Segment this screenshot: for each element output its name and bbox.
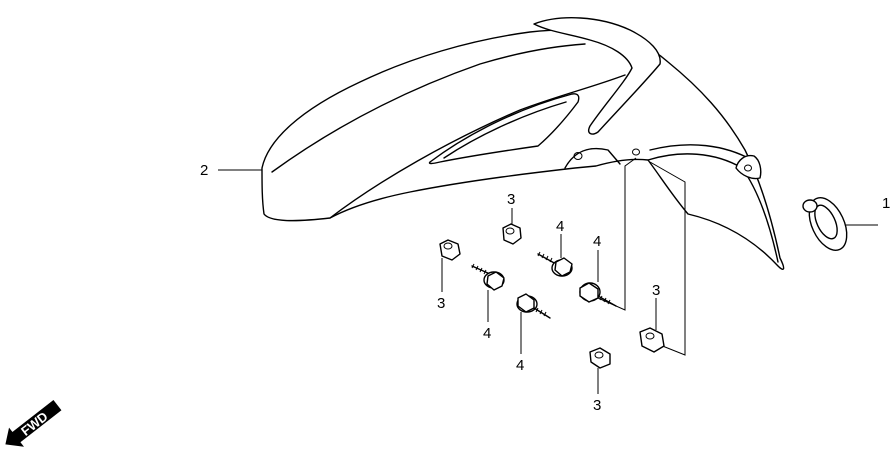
- grommet-inner: [814, 204, 838, 240]
- callout-4d: 4: [593, 233, 601, 250]
- nut-hole: [594, 351, 604, 359]
- nut-part-3d: [589, 347, 611, 369]
- nut-body: [639, 327, 665, 353]
- callout-labels: 2 1 3 3 3 3 4 4 4 4: [200, 162, 890, 414]
- fender-mount-tab: [564, 147, 621, 169]
- nut-part-3c: [639, 327, 665, 353]
- nut-body: [439, 239, 461, 261]
- fender-window: [428, 93, 580, 165]
- bolt-part-4a: [471, 263, 505, 291]
- bolt-head: [554, 257, 573, 277]
- bolt-head: [579, 282, 599, 303]
- nut-hole: [443, 242, 453, 250]
- grommet-cap: [802, 199, 818, 213]
- fwd-direction-arrow: FWD: [5, 399, 62, 447]
- callout-2: 2: [200, 162, 208, 179]
- mount-hole-1: [573, 152, 583, 160]
- bolt-thread: [471, 263, 487, 275]
- callout-4c: 4: [516, 357, 524, 374]
- bolt-thread: [599, 295, 611, 305]
- fender-inner-edge: [649, 144, 753, 161]
- bolt-part-4c: [516, 293, 551, 319]
- callout-4a: 4: [483, 325, 491, 342]
- fender-brace: [533, 17, 661, 135]
- callout-3a: 3: [437, 295, 445, 312]
- fender-crest-line-2: [271, 43, 586, 173]
- fender-rear-bracket: [735, 154, 762, 180]
- bolt-shank: [533, 307, 551, 319]
- fender-body: [261, 29, 785, 270]
- nut-hole: [645, 332, 655, 340]
- nut-part-3b: [502, 223, 522, 245]
- bolt-part-4d: [579, 282, 617, 307]
- nut-part-3a: [439, 239, 461, 261]
- callout-4b: 4: [556, 218, 564, 235]
- callout-3d: 3: [593, 397, 601, 414]
- mount-hole-2: [744, 164, 752, 172]
- grommet-part-1: [802, 197, 848, 251]
- fender-window-inner: [443, 101, 567, 159]
- callout-1: 1: [882, 195, 890, 212]
- callout-3b: 3: [507, 191, 515, 208]
- bolt-thread: [535, 307, 547, 317]
- leader-lines: [218, 169, 878, 394]
- bolt-thread: [537, 251, 553, 263]
- nut-hole: [505, 227, 515, 235]
- bolt-part-4b: [537, 251, 573, 277]
- bolt-head: [486, 271, 505, 291]
- front-fender: [261, 17, 785, 270]
- callout-3c: 3: [652, 282, 660, 299]
- bracket-line-right: [649, 161, 686, 356]
- bracket-line-left: [597, 157, 637, 311]
- fwd-arrow-icon: [5, 399, 62, 447]
- mount-hole-3: [632, 148, 640, 156]
- fender-crest-line-1: [329, 74, 626, 219]
